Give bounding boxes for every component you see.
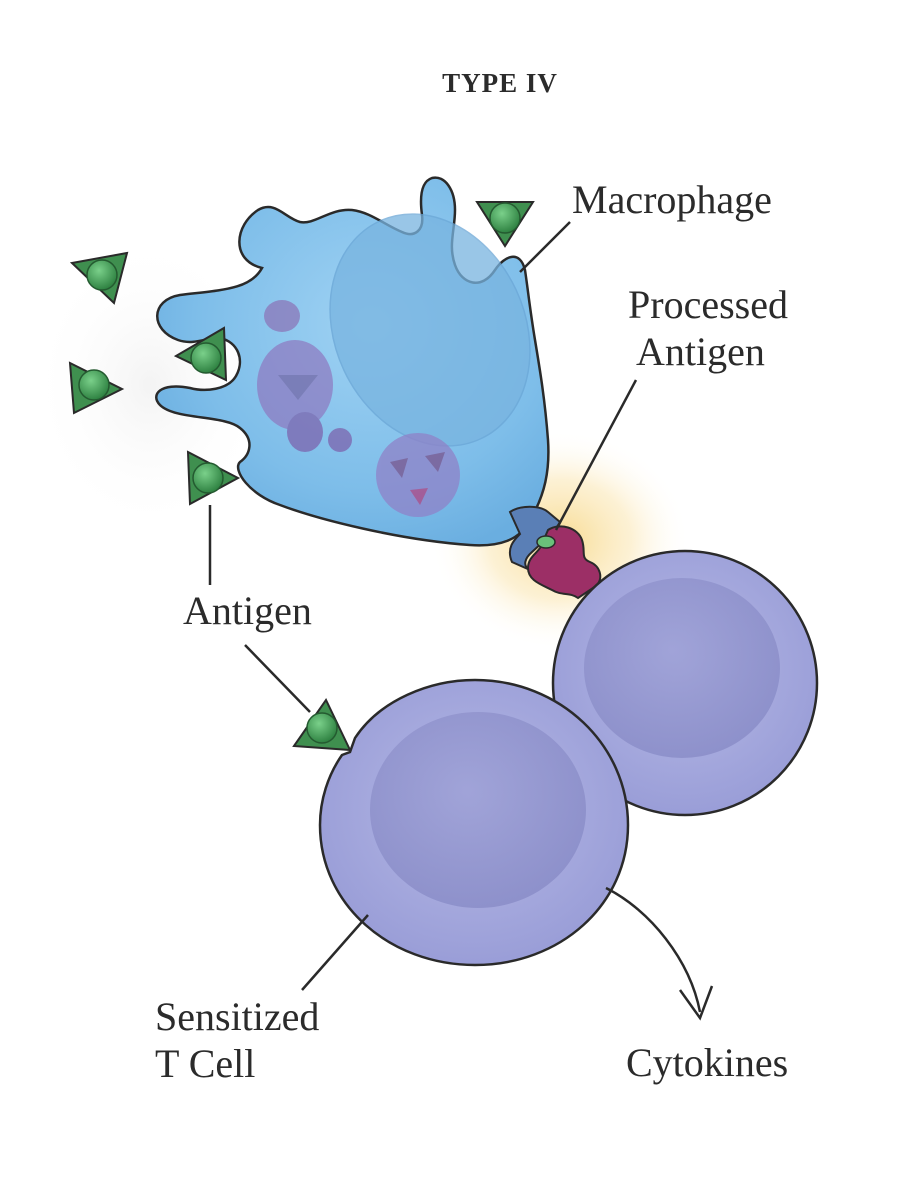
mhc-receptor [508,505,562,571]
antigen-icon [68,361,125,415]
cytokines-label: Cytokines [626,1040,788,1085]
t-cell-leader-line [301,914,369,991]
t-cell-right [551,549,819,817]
sensitized-t-cell-label-line1: Sensitized [155,994,319,1039]
antigen-icon [292,698,352,752]
antigen-icon [475,201,535,248]
processed-antigen-label-line2: Antigen [636,329,765,374]
cytokines-arrowhead [678,985,714,1021]
antigen-group [68,201,535,752]
antigen-icon [173,326,228,382]
sensitized-t-cell [318,678,630,967]
lysosome-vesicle [376,433,460,517]
antigen-icon [186,450,241,506]
antigen-label: Antigen [183,588,312,633]
sensitized-t-cell-label-line2: T Cell [155,1041,255,1086]
macrophage-leader-line [519,221,571,273]
processed-antigen-fragment [536,535,556,549]
processed-antigen-label-line1: Processed [628,282,788,327]
diagram-title: TYPE IV [442,68,558,98]
antigen-leader-line-down [244,644,311,713]
processed-antigen-leader-line [554,379,638,531]
phagosome-cluster [257,300,352,452]
cytokines-arrow [605,886,702,1013]
macrophage-label: Macrophage [572,177,772,222]
macrophage-nucleus [329,213,531,447]
antigen-icon [69,251,129,305]
leader-lines [208,221,714,1021]
